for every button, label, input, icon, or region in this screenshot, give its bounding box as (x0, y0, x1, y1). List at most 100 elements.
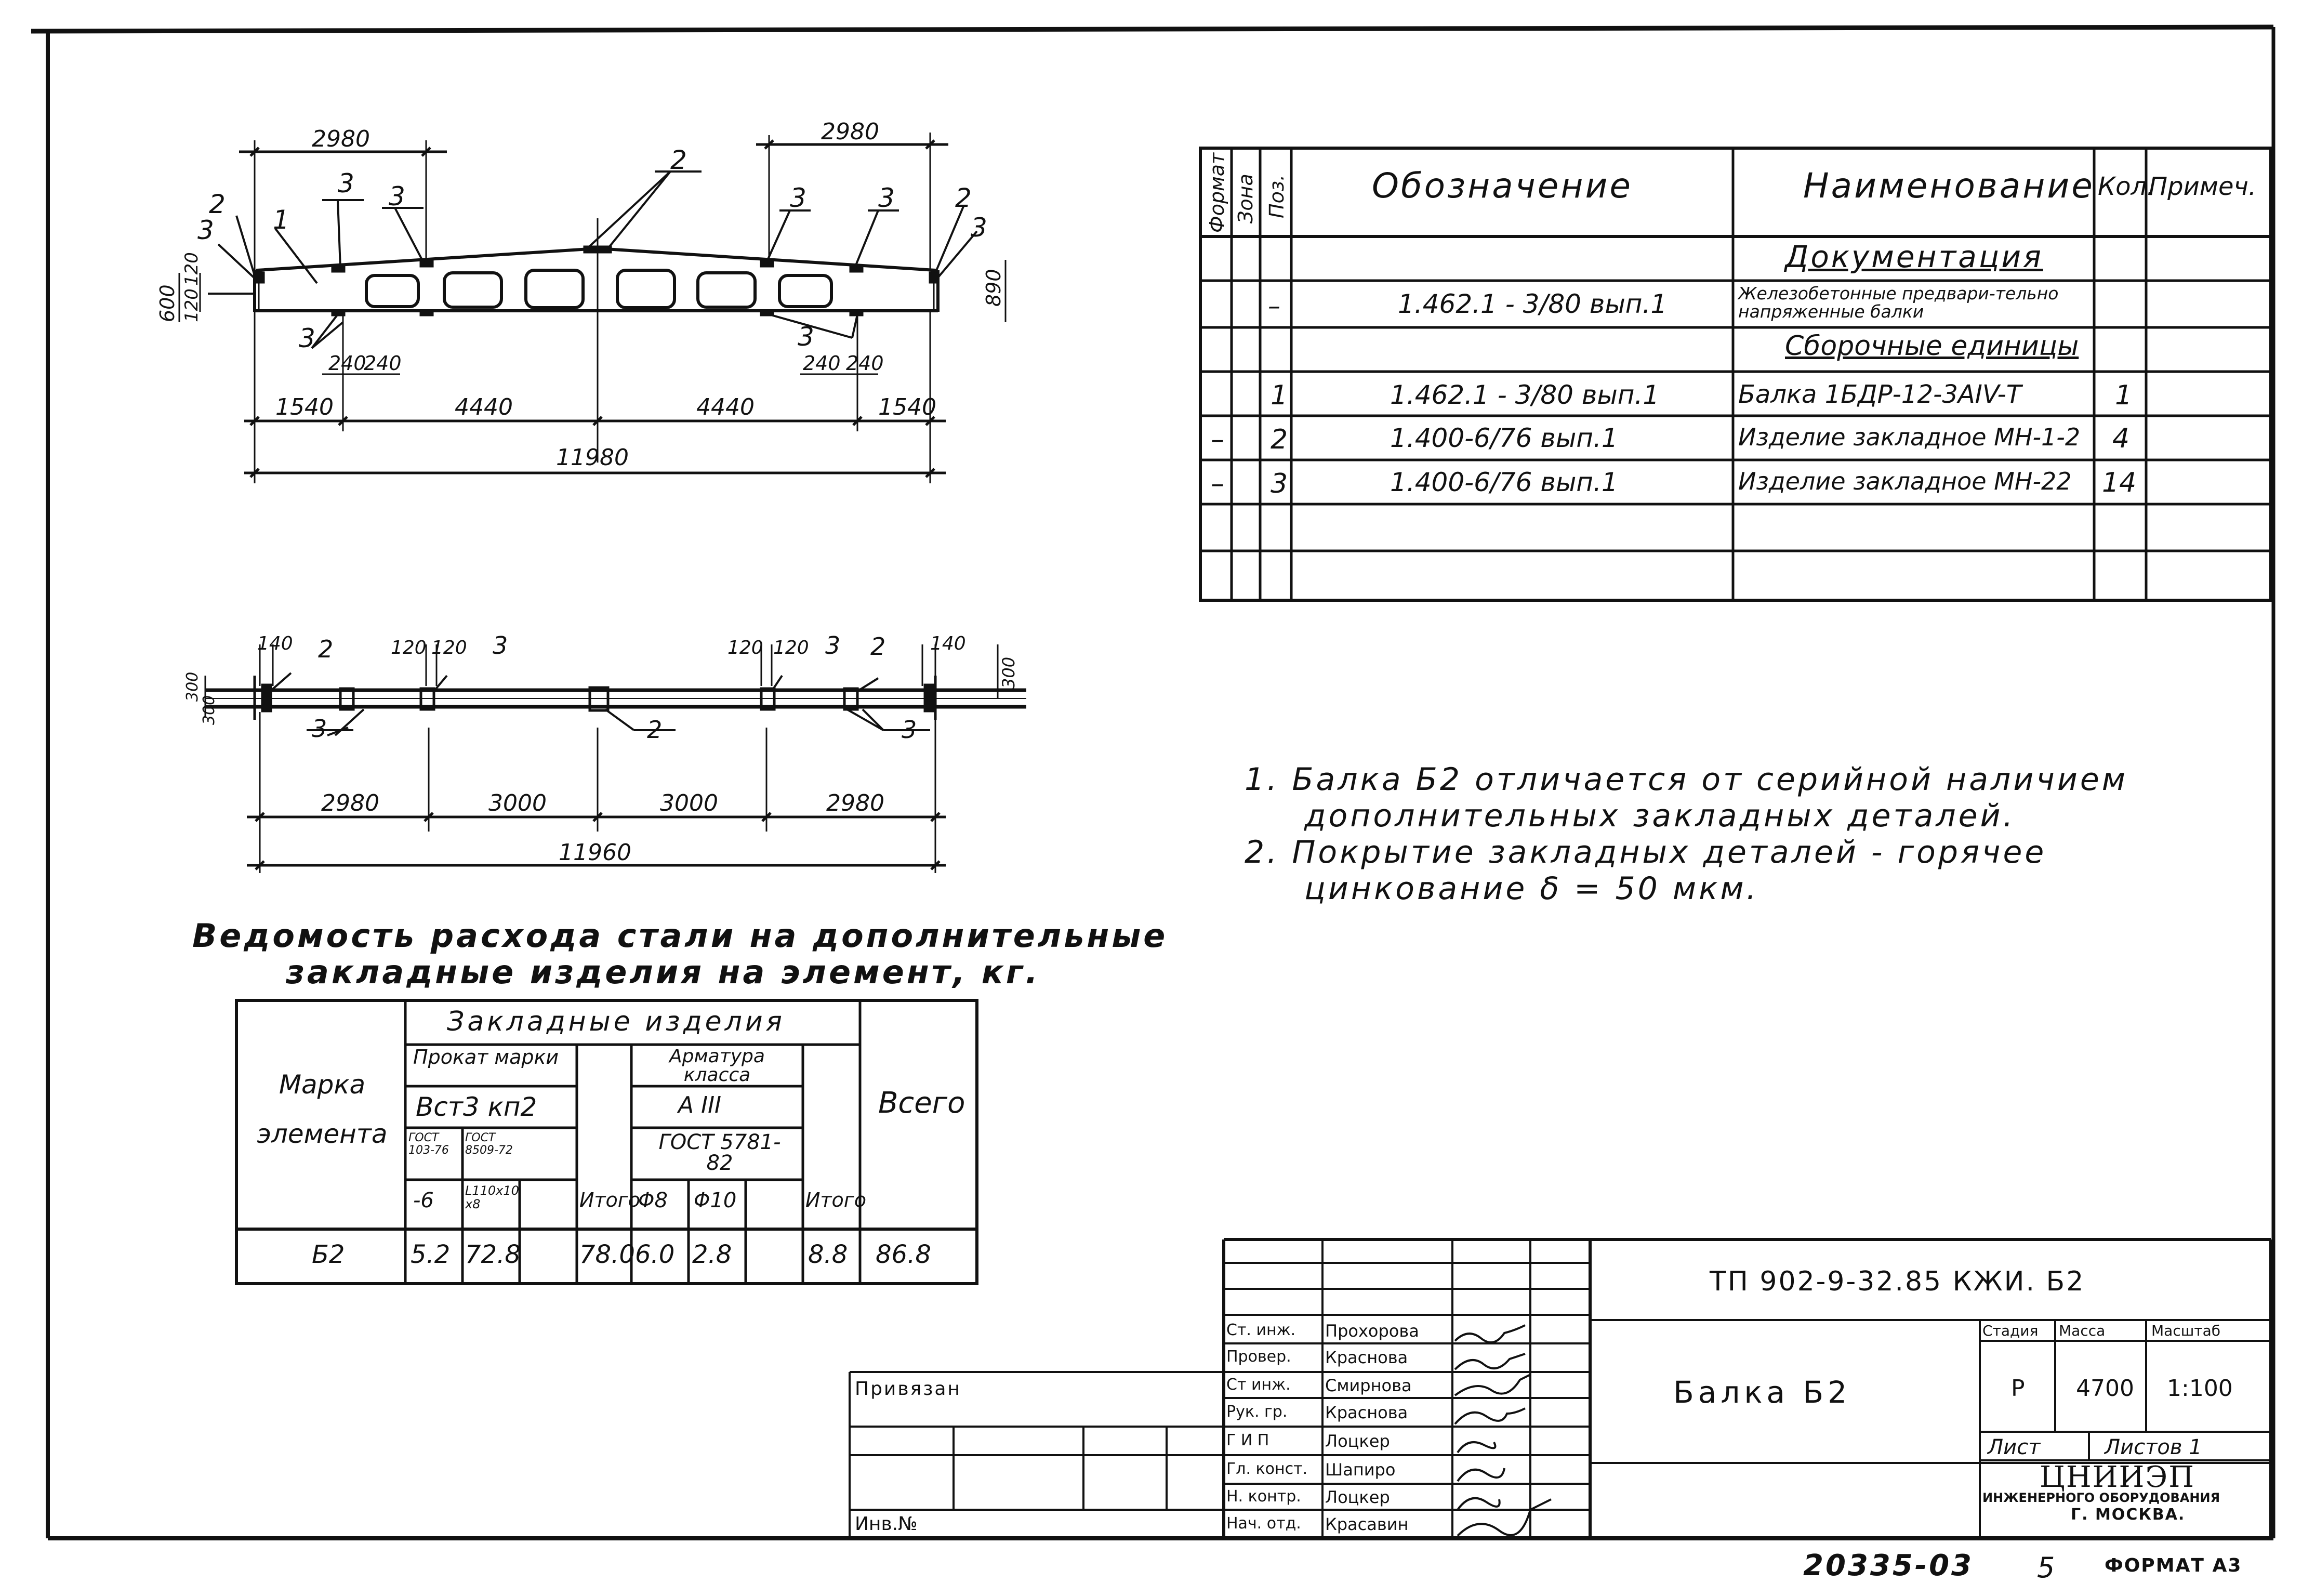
spec-header-format: Формат (1206, 152, 1228, 233)
front-callout-3c: 3 (389, 181, 405, 212)
front-callout-2c: 2 (955, 183, 972, 213)
format-label: Формат А3 (2105, 1555, 2242, 1576)
beam-plan-view (204, 644, 1026, 873)
steel-col-rebar-2: Φ10 (694, 1189, 737, 1212)
spec-header-name: Наименование (1803, 166, 2095, 206)
spec-row-5-name: Изделие закладное МН-1-2 (1738, 423, 2081, 451)
plan-height-left-1: 300 (183, 672, 202, 702)
spec-row-5-qty: 4 (2112, 423, 2130, 454)
front-callout-3h: 3 (798, 322, 814, 352)
steel-row-mark: Б2 (312, 1240, 345, 1269)
name-8: Красавин (1325, 1514, 1409, 1534)
note-line-2: дополнительных закладных деталей. (1304, 798, 2016, 834)
front-small-dim-4: 240 (846, 352, 884, 375)
spec-row-6-qty: 14 (2102, 467, 2137, 498)
steel-rolled-header: Прокат марки (413, 1046, 559, 1069)
plan-callout-2b: 2 (870, 632, 885, 661)
plan-height-right: 300 (999, 657, 1018, 689)
steel-gost-1: ГОСТ 103-76 (408, 1131, 449, 1157)
steel-table-grid (235, 999, 978, 1285)
name-4: Краснова (1325, 1403, 1408, 1422)
org-subtitle: инженерного оборудования (1982, 1491, 2220, 1505)
plan-callout-3d: 3 (902, 716, 917, 744)
title-block-grid (849, 1238, 2272, 1538)
front-callout-3d: 3 (790, 183, 806, 213)
role-4: Рук. гр. (1226, 1403, 1288, 1421)
spec-row-6-name: Изделие закладное МН-22 (1738, 467, 2072, 495)
steel-col-subtotal-1: Итого (579, 1189, 641, 1211)
plan-dim-bottom-2: 3000 (488, 790, 547, 816)
front-callout-3f: 3 (971, 213, 987, 243)
stage-value: Р (2011, 1375, 2025, 1402)
sheet-label: Лист (1988, 1435, 2041, 1459)
steel-row-total: 86.8 (876, 1240, 931, 1269)
spec-row-6-pos: 3 (1271, 468, 1288, 499)
role-7: Н. контр. (1226, 1487, 1301, 1506)
steel-gost-2: ГОСТ 8509-72 (465, 1131, 513, 1157)
name-7: Лоцкер (1325, 1487, 1390, 1507)
front-height-left-3: 120 (181, 288, 202, 322)
signatures (1454, 1324, 1552, 1537)
spec-header-qty: Кол. (2098, 172, 2155, 201)
spec-row-6-format: – (1211, 468, 1224, 499)
front-dim-bottom-4: 1540 (878, 394, 936, 420)
steel-group-header: Закладные изделия (447, 1006, 785, 1037)
front-height-left-2: 120 (181, 252, 202, 286)
plan-callout-3a: 3 (493, 631, 508, 659)
front-dim-bottom-2: 4440 (455, 394, 513, 420)
front-callout-3a: 3 (197, 215, 214, 245)
steel-rebar-gost: ГОСТ 5781-82 (658, 1130, 781, 1175)
drawing-labels: 2980 2980 1540 4440 4440 1540 11980 240 … (156, 118, 1018, 866)
sheet-name: Балка Б2 (1673, 1375, 1851, 1410)
mass-value: 4700 (2076, 1375, 2134, 1402)
doc-number: 20335-03 (1803, 1549, 1974, 1582)
plan-height-left-2: 300 (200, 695, 218, 725)
plan-dim-top-4: 120 (727, 637, 763, 658)
front-dim-overall: 11980 (556, 444, 629, 471)
front-dim-top-1: 2980 (312, 126, 370, 152)
front-callout-3e: 3 (878, 183, 895, 213)
sheets-label: Листов 1 (2105, 1435, 2202, 1459)
role-3: Ст инж. (1226, 1376, 1291, 1394)
spec-header-note: Примеч. (2149, 172, 2257, 201)
plan-dim-top-3: 120 (431, 637, 467, 658)
spec-row-5-format: – (1211, 424, 1224, 455)
front-callout-3b: 3 (338, 168, 354, 199)
spec-row-3-name: Сборочные единицы (1785, 331, 2079, 362)
name-1: Прохорова (1325, 1321, 1419, 1341)
spec-row-4-qty: 1 (2115, 380, 2133, 411)
name-5: Лоцкер (1325, 1431, 1390, 1451)
title-inv-label: Инв.№ (855, 1513, 918, 1535)
steel-row-sub2: 8.8 (808, 1240, 848, 1269)
name-3: Смирнова (1325, 1376, 1412, 1395)
front-small-dim-3: 240 (803, 352, 841, 375)
role-8: Нач. отд. (1226, 1514, 1301, 1533)
page-number: 5 (2037, 1551, 2055, 1584)
note-line-1: 1. Балка Б2 отличается от серийной налич… (1245, 761, 2128, 798)
name-6: Шапиро (1325, 1460, 1396, 1480)
scale-value: 1:100 (2167, 1375, 2233, 1402)
spec-header-zone: Зона (1234, 174, 1257, 223)
spec-row-2-pos: – (1268, 292, 1280, 321)
front-dim-top-2: 2980 (821, 118, 879, 145)
front-height-right: 890 (982, 269, 1005, 307)
stage-label: Стадия (1982, 1322, 2039, 1339)
front-callout-1: 1 (273, 205, 289, 235)
plan-dim-bottom-4: 2980 (826, 790, 884, 816)
front-callout-3g: 3 (299, 323, 315, 353)
spec-row-4-pos: 1 (1271, 380, 1288, 411)
front-small-dim-2: 240 (364, 352, 402, 375)
steel-row-v2: 72.8 (465, 1240, 521, 1269)
steel-mark-header: Марка элемента (257, 1070, 388, 1149)
steel-col-rolled-2: L110x10 x8 (465, 1183, 519, 1212)
org-name: ЦНИИЭП (2040, 1460, 2195, 1494)
plan-dim-top-1: 140 (257, 633, 293, 654)
plan-dim-top-5: 120 (773, 637, 809, 658)
spec-table-grid (1199, 147, 2272, 602)
steel-total-header: Всего (878, 1086, 965, 1120)
spec-row-4-designation: 1.462.1 - 3/80 вып.1 (1390, 380, 1660, 410)
title-code: ТП 902-9-32.85 КЖИ. Б2 (1710, 1266, 2085, 1297)
name-2: Краснова (1325, 1348, 1408, 1367)
plan-callout-2c: 2 (647, 716, 662, 744)
spec-row-5-designation: 1.400-6/76 вып.1 (1390, 423, 1618, 453)
